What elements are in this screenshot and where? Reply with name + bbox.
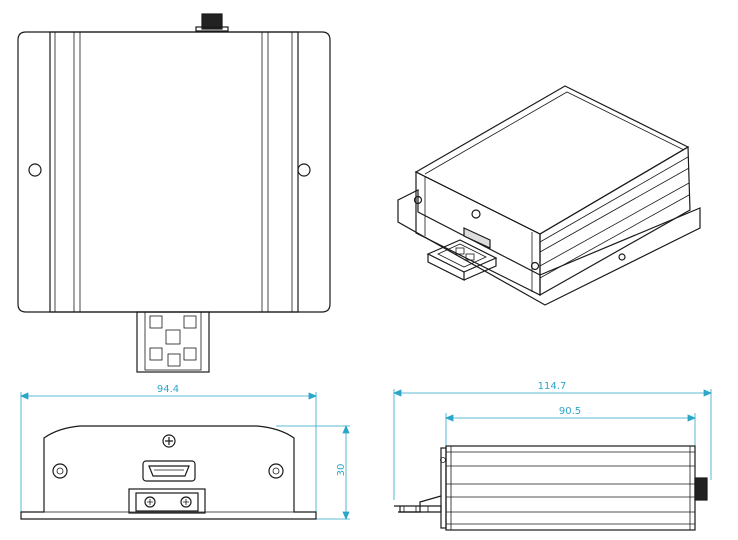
front-tray-connector bbox=[128, 488, 206, 514]
top-mount-plate bbox=[17, 31, 331, 313]
iso-screw-icon bbox=[471, 209, 481, 219]
top-mount-hole-left bbox=[28, 163, 42, 177]
top-body bbox=[49, 31, 299, 313]
front-view: 94.4 30 bbox=[19, 384, 350, 521]
iso-hdmi-port bbox=[463, 227, 491, 249]
side-body bbox=[445, 445, 696, 531]
iso-front-face bbox=[415, 171, 541, 296]
isometric-view bbox=[397, 85, 701, 306]
top-mount-hole-right bbox=[297, 163, 311, 177]
iso-tray-connector bbox=[426, 239, 498, 281]
side-connector-icon bbox=[694, 477, 708, 501]
front-screw-icon bbox=[162, 434, 176, 448]
front-left-screw-icon bbox=[52, 463, 68, 479]
front-height-label: 30 bbox=[336, 464, 347, 477]
side-body-label: 90.5 bbox=[559, 406, 581, 417]
front-hdmi-port bbox=[142, 460, 196, 482]
top-connector-icon bbox=[201, 13, 223, 30]
iso-top-face bbox=[414, 85, 690, 235]
side-total-label: 114.7 bbox=[538, 381, 567, 392]
front-width-label: 94.4 bbox=[157, 384, 179, 395]
top-connector-base bbox=[195, 26, 229, 32]
top-view bbox=[17, 13, 331, 373]
iso-right-face bbox=[539, 145, 691, 297]
front-right-screw-icon bbox=[268, 463, 284, 479]
side-view: 114.7 90.5 bbox=[392, 381, 713, 531]
front-body-outline bbox=[20, 425, 317, 520]
side-mount-plate bbox=[394, 505, 442, 513]
top-tray-connector bbox=[136, 311, 210, 373]
